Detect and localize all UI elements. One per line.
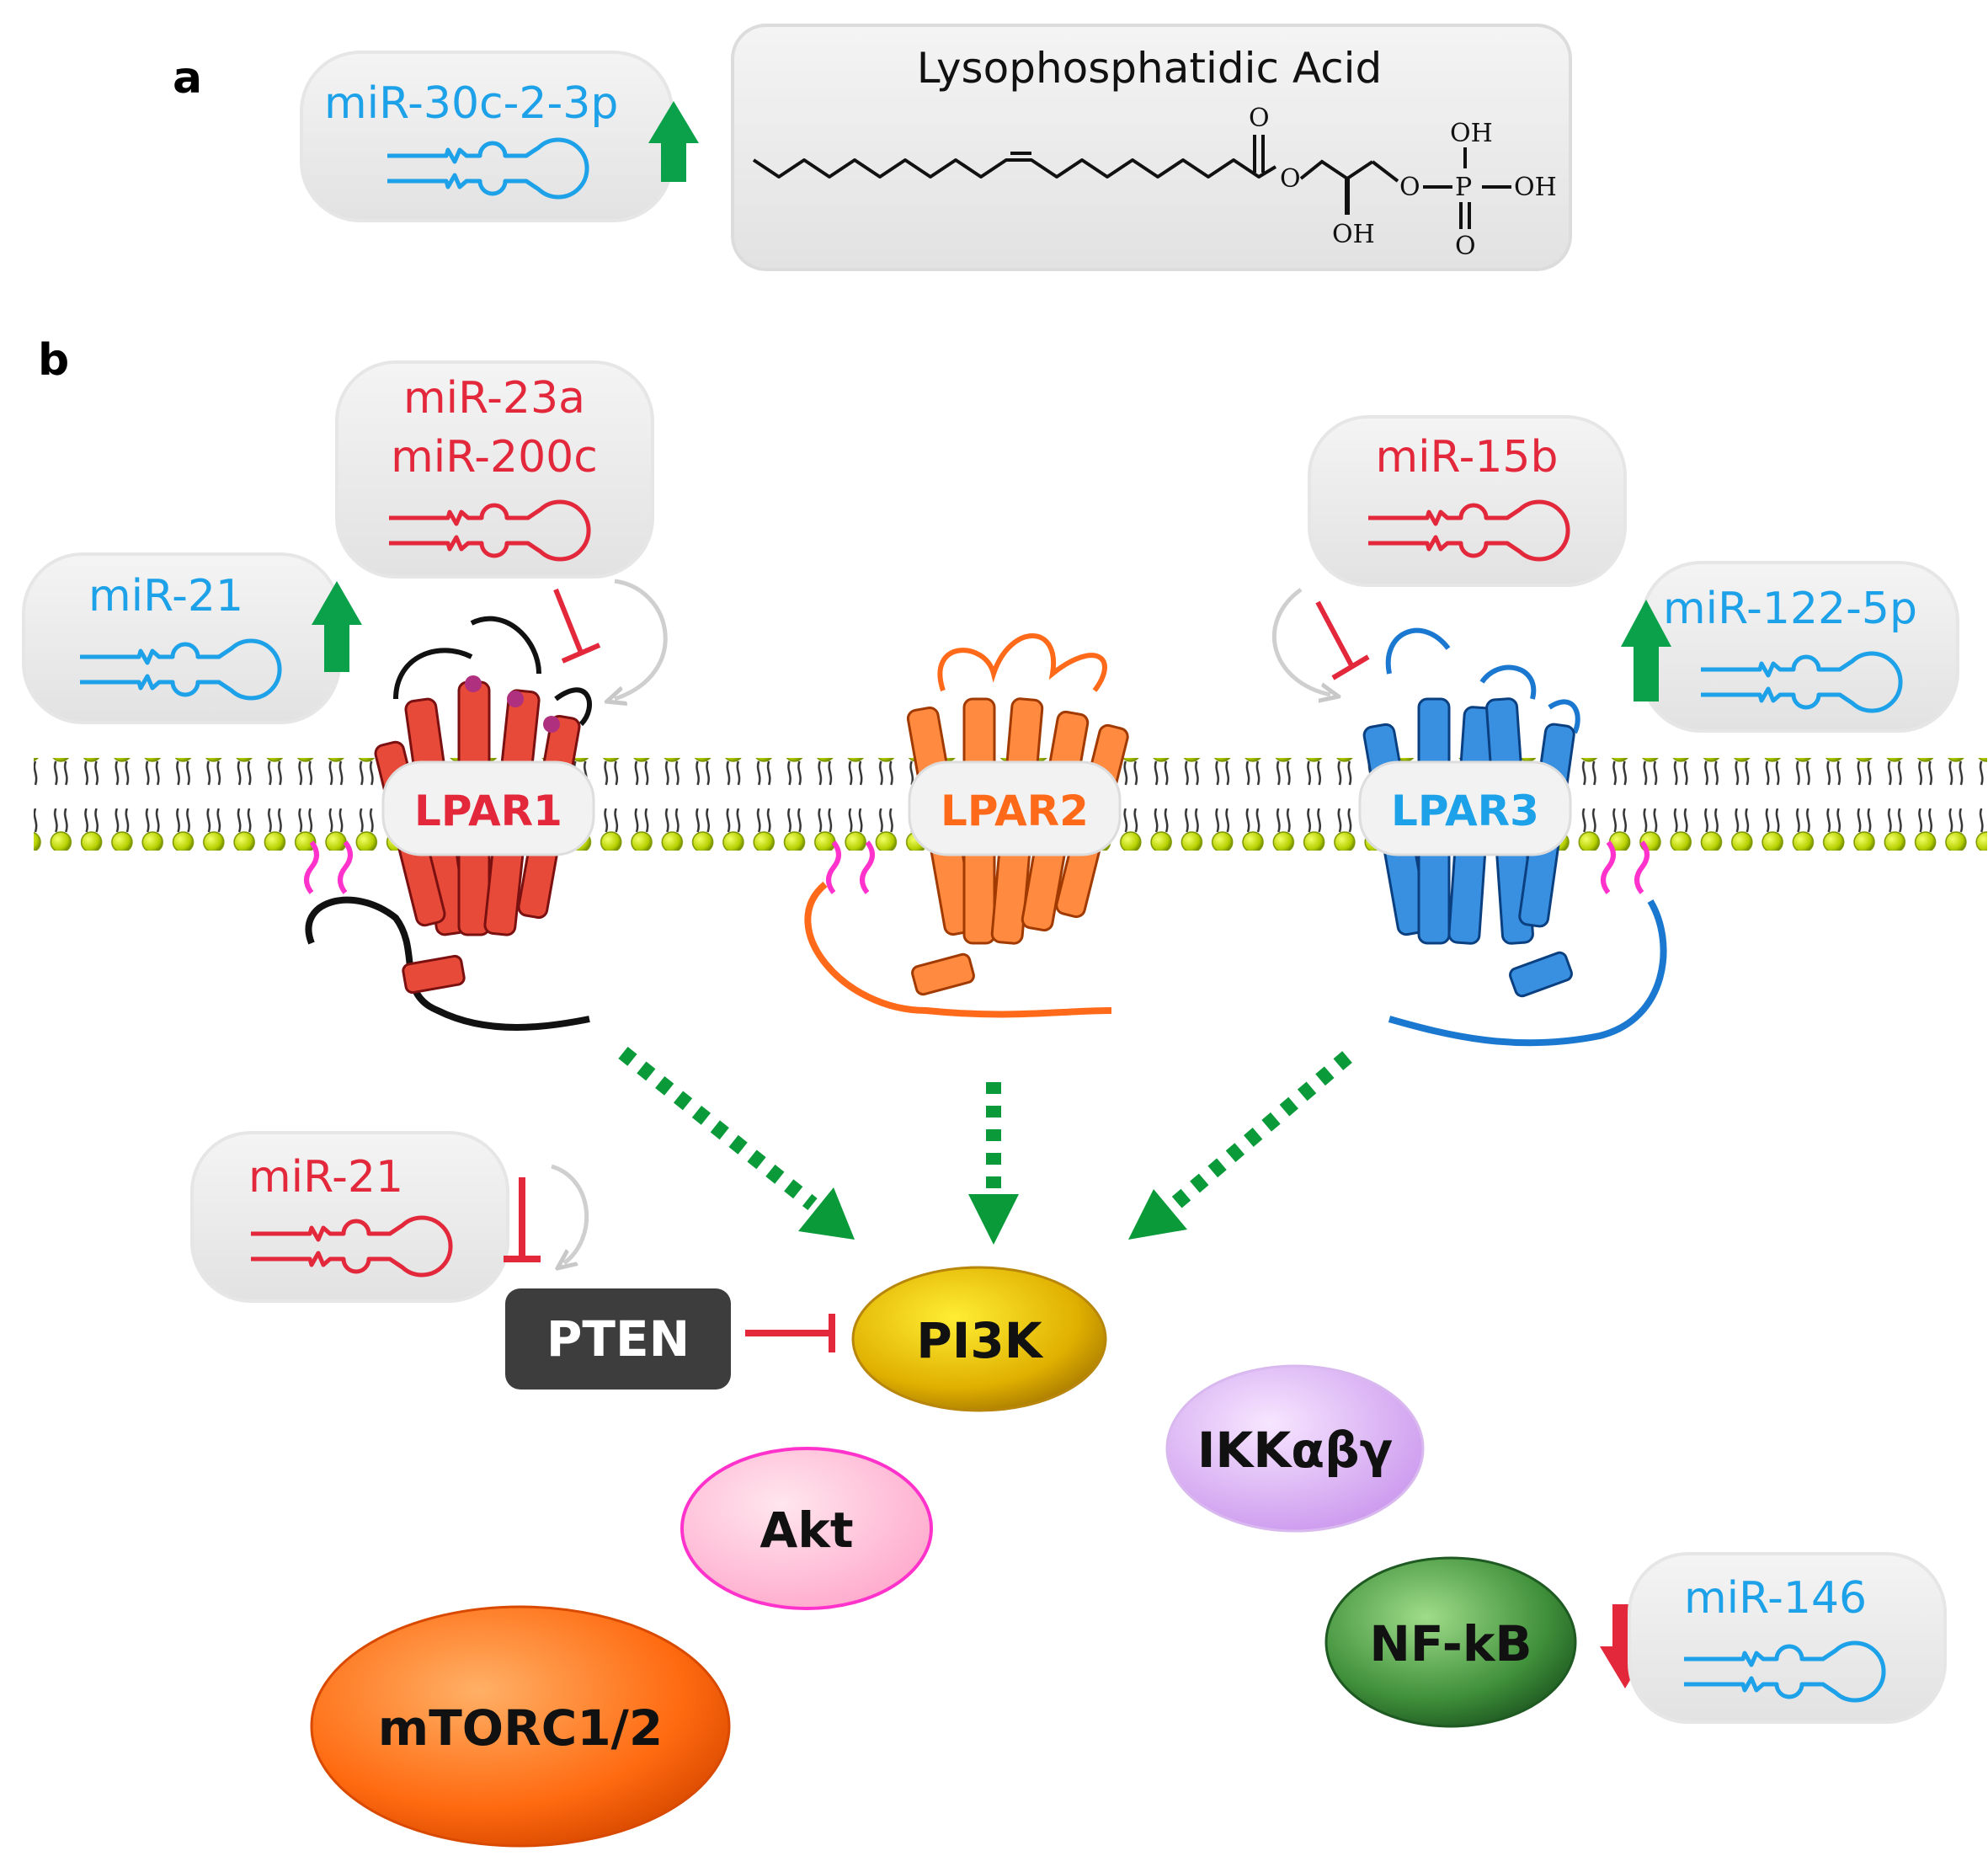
up-arrow-icon <box>1621 600 1671 701</box>
mir-122-box: miR-122-5p <box>1640 561 1959 733</box>
up-arrow-icon <box>312 581 362 672</box>
inhibition-icon <box>1315 600 1370 680</box>
mir-21-pten-box: miR-21 <box>190 1131 509 1303</box>
ikk-node: IKKαβγ <box>1165 1364 1425 1533</box>
ikk-label: IKKαβγ <box>1197 1422 1393 1479</box>
phosphate-oxygen-bottom: O <box>1455 232 1476 261</box>
lpa-molecule-box: Lysophosphatidic Acid O O OH O P OH OH O <box>731 24 1572 271</box>
mtorc-label: mTORC1/2 <box>378 1699 663 1757</box>
mir-30c-box: miR-30c-2-3p <box>300 51 674 222</box>
phosphorus-atom: P <box>1455 173 1472 202</box>
activation-arrows <box>618 1046 1352 1211</box>
mir-23a-200c-box: miR-23a miR-200c <box>335 360 654 579</box>
curved-arrow-icon <box>615 579 668 699</box>
mir-200c-label: miR-200c <box>391 432 598 483</box>
mir-15b-box: miR-15b <box>1308 415 1627 587</box>
pten-inhibition-icon <box>745 1314 835 1352</box>
mir-146-label: miR-146 <box>1684 1573 1867 1624</box>
activation-arrow-lpar3 <box>1170 1051 1352 1210</box>
curved-arrow-icon <box>551 1164 589 1263</box>
phosphate-hydroxyl-top: OH <box>1450 119 1493 148</box>
akt-node: Akt <box>680 1447 933 1610</box>
pten-label: PTEN <box>546 1310 690 1368</box>
phosphate-oxygen: O <box>1399 173 1420 202</box>
lpar2-label: LPAR2 <box>941 787 1089 835</box>
mir-146-box: miR-146 <box>1628 1552 1947 1724</box>
lpar3-label: LPAR3 <box>1391 787 1539 835</box>
nfkb-label: NF-kB <box>1369 1615 1532 1672</box>
mir-21-box: miR-21 <box>22 552 341 724</box>
mir-23a-label: miR-23a <box>403 373 585 424</box>
mir-122-label: miR-122-5p <box>1663 584 1917 634</box>
inhibition-icon <box>504 1177 541 1262</box>
lpar2-receptor: LPAR2 <box>804 633 1129 1018</box>
curved-arrow-icon <box>1271 587 1330 695</box>
mir-15b-label: miR-15b <box>1375 432 1558 483</box>
activation-arrow-lpar1 <box>618 1046 818 1211</box>
pi3k-node: PI3K <box>851 1266 1107 1412</box>
mir-30c-label: miR-30c-2-3p <box>324 78 618 129</box>
nfkb-node: NF-kB <box>1324 1556 1577 1728</box>
phosphate-hydroxyl-right: OH <box>1514 173 1557 202</box>
mir-21-pten-label: miR-21 <box>248 1152 403 1203</box>
pi3k-label: PI3K <box>916 1312 1043 1369</box>
up-arrow-icon <box>648 101 699 182</box>
mtorc-node: mTORC1/2 <box>310 1605 731 1848</box>
lpar1-label: LPAR1 <box>414 787 562 835</box>
pten-node: PTEN <box>505 1288 731 1390</box>
akt-label: Akt <box>759 1502 853 1559</box>
ester-oxygen: O <box>1280 164 1301 194</box>
inhibition-icon <box>553 588 601 664</box>
lpar1-receptor: LPAR1 <box>304 616 595 1031</box>
carbonyl-oxygen: O <box>1249 104 1270 133</box>
lpar3-receptor: LPAR3 <box>1358 627 1667 1047</box>
arrowhead-icons <box>798 1187 1187 1245</box>
fatty-acid-chain <box>752 158 1277 179</box>
panel-a-label: a <box>173 53 202 104</box>
panel-b-label: b <box>38 335 69 386</box>
mir-21-label: miR-21 <box>88 571 243 621</box>
secondary-hydroxyl: OH <box>1332 220 1375 249</box>
molecule-title: Lysophosphatidic Acid <box>917 44 1383 93</box>
